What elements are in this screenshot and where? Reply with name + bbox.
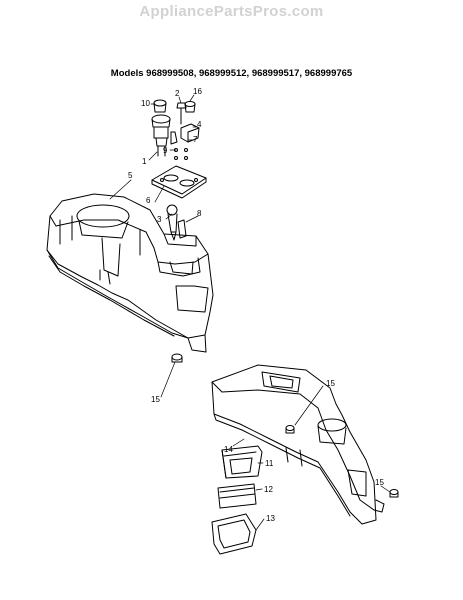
grommet-part-middle xyxy=(285,425,295,434)
callout-2: 2 xyxy=(175,89,180,98)
grommet-part-right xyxy=(389,489,399,498)
callout-3: 3 xyxy=(157,215,162,224)
callout-11: 11 xyxy=(265,459,274,468)
cup-holder-insert-part xyxy=(221,445,263,479)
upper-console-housing xyxy=(46,193,214,353)
grommet-part-left xyxy=(171,353,183,363)
callout-13: 13 xyxy=(266,514,275,523)
leader-lines xyxy=(109,94,391,531)
watermark-text: AppliancePartsPros.com xyxy=(139,3,324,20)
callout-7: 7 xyxy=(193,135,198,144)
cup-holder-liner-part xyxy=(217,483,257,509)
cup-holder-gasket-part xyxy=(211,513,257,555)
callout-10: 10 xyxy=(141,99,150,108)
callout-15-middle: 15 xyxy=(326,379,335,388)
callout-labels: 10 2 16 4 7 9 1 5 6 3 8 15 15 14 11 12 1… xyxy=(128,87,384,523)
models-title: Models 968999508, 968999512, 968999517, … xyxy=(110,68,353,79)
callout-16: 16 xyxy=(193,87,202,96)
key-switch-part xyxy=(151,99,171,157)
callout-15-right: 15 xyxy=(375,478,384,487)
callout-1: 1 xyxy=(142,157,147,166)
small-hardware-parts xyxy=(170,101,200,160)
callout-9: 9 xyxy=(163,146,168,155)
lower-console-housing xyxy=(211,364,385,525)
mounting-plate xyxy=(151,165,207,199)
callout-4: 4 xyxy=(197,120,202,129)
callout-15-left: 15 xyxy=(151,395,160,404)
callout-14: 14 xyxy=(224,445,233,454)
callout-6: 6 xyxy=(146,196,151,205)
callout-5: 5 xyxy=(128,171,133,180)
callout-8: 8 xyxy=(197,209,202,218)
callout-12: 12 xyxy=(264,485,273,494)
